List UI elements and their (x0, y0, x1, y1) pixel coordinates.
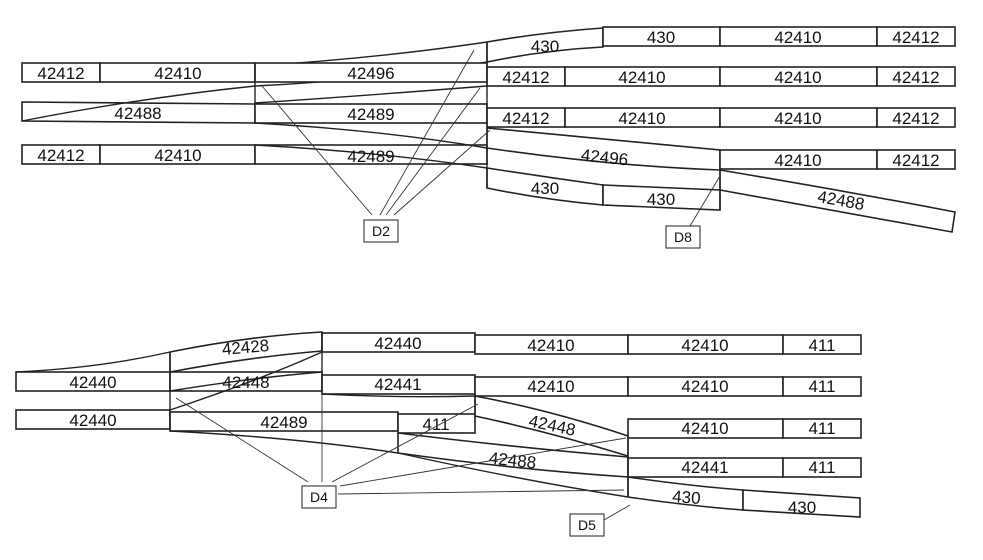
track-label: 42410 (681, 377, 728, 396)
leader-line (603, 504, 631, 521)
turnout-curve (169, 351, 323, 411)
track-label: 42489 (347, 105, 394, 124)
track-label: 42412 (502, 109, 549, 128)
track-label: 42440 (69, 373, 116, 392)
track-segment (486, 27, 604, 63)
track-label: 430 (531, 179, 559, 198)
track-label: 42488 (488, 449, 537, 473)
lower-layout: 42428 42440 42410 42410 411 42440 42448 … (15, 331, 862, 537)
track-label: 411 (808, 377, 835, 396)
detail-tag-box (665, 225, 701, 249)
turnout-curve (169, 430, 399, 454)
track-label: 42410 (527, 336, 574, 355)
track-label: 42410 (618, 109, 665, 128)
detail-tag-d2: D2 (372, 223, 390, 239)
track-segment (876, 149, 956, 170)
track-label: 42410 (154, 146, 201, 165)
turnout-curve (254, 122, 488, 149)
track-segment (782, 457, 862, 478)
track-label: 430 (531, 37, 559, 56)
track-label: 42428 (221, 336, 270, 359)
track-label: 42412 (892, 28, 939, 47)
track-label: 42441 (681, 458, 728, 477)
detail-tag-d4: D4 (310, 489, 328, 505)
turnout-curve (254, 144, 488, 169)
leader-line (337, 489, 625, 495)
track-label: 42412 (892, 68, 939, 87)
detail-tag-d8: D8 (674, 229, 692, 245)
leader-line (689, 175, 721, 227)
track-segment (782, 376, 862, 397)
turnout-curve (254, 85, 488, 104)
track-segment (742, 489, 861, 518)
track-label: 430 (647, 190, 675, 209)
track-label: 42410 (774, 151, 821, 170)
track-segment (782, 334, 862, 355)
track-label: 42440 (374, 334, 421, 353)
track-label: 42412 (37, 64, 84, 83)
track-label: 42489 (347, 147, 394, 166)
track-label: 42448 (527, 411, 577, 439)
leader-line (379, 49, 475, 216)
track-label: 411 (808, 336, 835, 355)
track-label: 42412 (37, 146, 84, 165)
track-segment (782, 418, 862, 439)
track-label: 430 (647, 28, 675, 47)
leader-line (385, 87, 481, 216)
leader-line (331, 403, 479, 483)
track-label: 42440 (69, 411, 116, 430)
track-label: 42410 (618, 68, 665, 87)
turnout-curve (15, 351, 171, 373)
track-label: 42412 (502, 68, 549, 87)
leader-line (339, 437, 627, 487)
track-label: 42410 (527, 377, 574, 396)
track-label: 42410 (681, 336, 728, 355)
track-segment (876, 26, 956, 47)
track-label: 42489 (260, 413, 307, 432)
track-label: 42410 (774, 28, 821, 47)
leader-line (175, 397, 309, 483)
track-label: 42412 (892, 109, 939, 128)
track-label: 42410 (774, 68, 821, 87)
detail-tag-d5: D5 (578, 517, 596, 533)
track-label: 42496 (347, 64, 394, 83)
track-label: 42410 (154, 64, 201, 83)
turnout-curve (397, 452, 629, 498)
track-label: 42441 (374, 375, 421, 394)
leader-line (393, 129, 491, 216)
track-segment (719, 169, 956, 233)
track-segment (876, 107, 956, 128)
track-label: 42488 (816, 187, 866, 214)
track-label: 42488 (114, 104, 161, 123)
turnout-curve (321, 393, 476, 398)
turnout-curve (21, 85, 256, 122)
detail-tag-box (363, 219, 399, 243)
track-label: 430 (672, 487, 702, 508)
track-label: 42448 (222, 373, 269, 392)
detail-tag-box (569, 513, 605, 537)
track-label: 411 (808, 419, 835, 438)
track-label: 411 (808, 458, 835, 477)
detail-tag-box (301, 485, 337, 509)
track-segment (876, 66, 956, 87)
track-label: 42412 (892, 151, 939, 170)
track-label: 430 (788, 498, 816, 517)
upper-layout: 430 430 42410 42412 42412 42410 42496 42… (21, 26, 956, 249)
leader-line (261, 85, 373, 216)
turnout-curve (169, 371, 323, 392)
track-label: 42410 (774, 109, 821, 128)
track-label: 411 (422, 415, 449, 434)
track-label: 42410 (681, 419, 728, 438)
track-label: 42496 (580, 146, 629, 170)
track-segment (397, 413, 476, 434)
